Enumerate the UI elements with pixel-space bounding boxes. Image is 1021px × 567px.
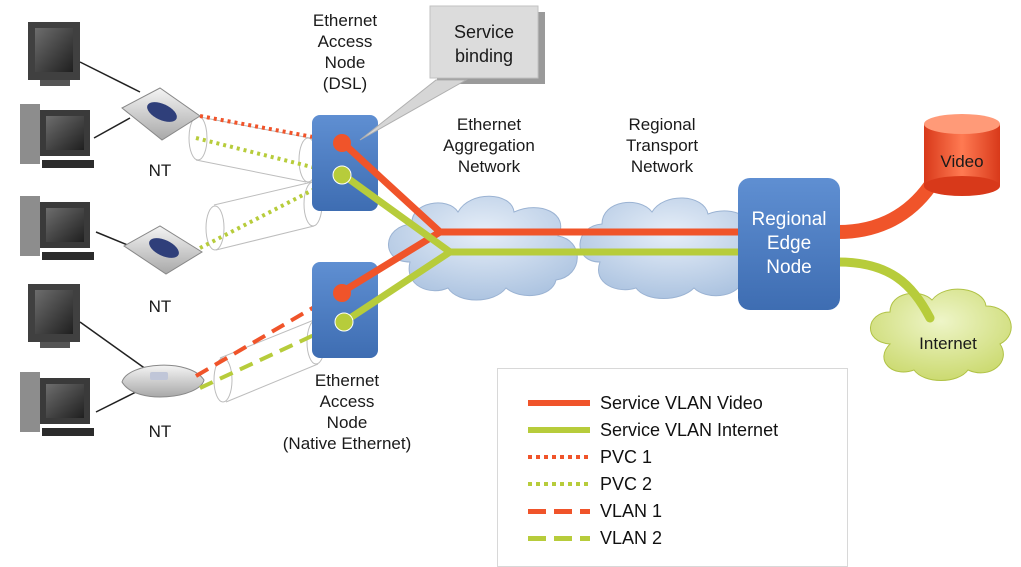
nt-device-icon [123,225,203,275]
legend-swatch [528,455,590,459]
legend-item-vlan-1: VLAN 1 [528,499,662,523]
video-server-cylinder [924,114,1000,196]
legend-item-pvc-2: PVC 2 [528,472,652,496]
legend-label: Service VLAN Internet [600,419,779,440]
computer-icon [20,104,94,168]
internet-label: Internet [919,334,977,353]
transport-network-cloud [579,197,763,299]
edge-node-label: Regional Edge Node [751,209,827,278]
legend-swatch [528,427,590,433]
legend-swatch [528,482,590,486]
nt-label: NT [148,161,172,180]
pc-cables [79,61,151,413]
binding-dot-video [333,284,351,302]
legend-label: VLAN 2 [600,527,663,548]
aggregation-network-label: Ethernet Aggregation Network [443,115,535,176]
legend-item-vlan-2: VLAN 2 [528,526,662,550]
legend: Service VLAN Video Service VLAN Internet… [497,368,848,567]
nt-device-icon [121,364,205,398]
legend-swatch [528,508,590,514]
binding-dot-internet [332,165,352,185]
transport-network-label: Regional Transport Network [625,115,699,176]
computer-icon [20,196,94,260]
service-vlan-lines [338,138,937,326]
access-node-native-label: Ethernet Access Node (Native Ethernet) [282,371,412,453]
legend-item-pvc-1: PVC 1 [528,445,652,469]
legend-label: PVC 1 [600,446,653,467]
legend-label: PVC 2 [600,473,653,494]
legend-swatch [528,400,590,406]
binding-dot-video [333,134,351,152]
computer-icon [20,372,94,436]
service-binding-callout [359,5,545,141]
video-label: Video [940,152,984,171]
legend-label: Service VLAN Video [600,392,763,413]
legend-item-service-vlan-internet: Service VLAN Internet [528,418,778,442]
computer-icon [28,284,80,348]
nt-label: NT [148,297,172,316]
legend-label: VLAN 1 [600,500,663,521]
internet-cloud [870,288,1012,381]
service-binding-label: Service binding [453,22,515,66]
regional-edge-node [738,178,840,310]
legend-item-service-vlan-video: Service VLAN Video [528,391,763,415]
computer-icon [28,22,80,86]
binding-dot-internet [334,312,354,332]
access-node-dsl-label: Ethernet Access Node (DSL) [312,11,378,93]
nt-label: NT [148,422,172,441]
tube-top [188,115,318,183]
nt-device-icon [121,87,201,141]
legend-swatch [528,535,590,541]
access-node-native-ethernet [312,262,378,358]
